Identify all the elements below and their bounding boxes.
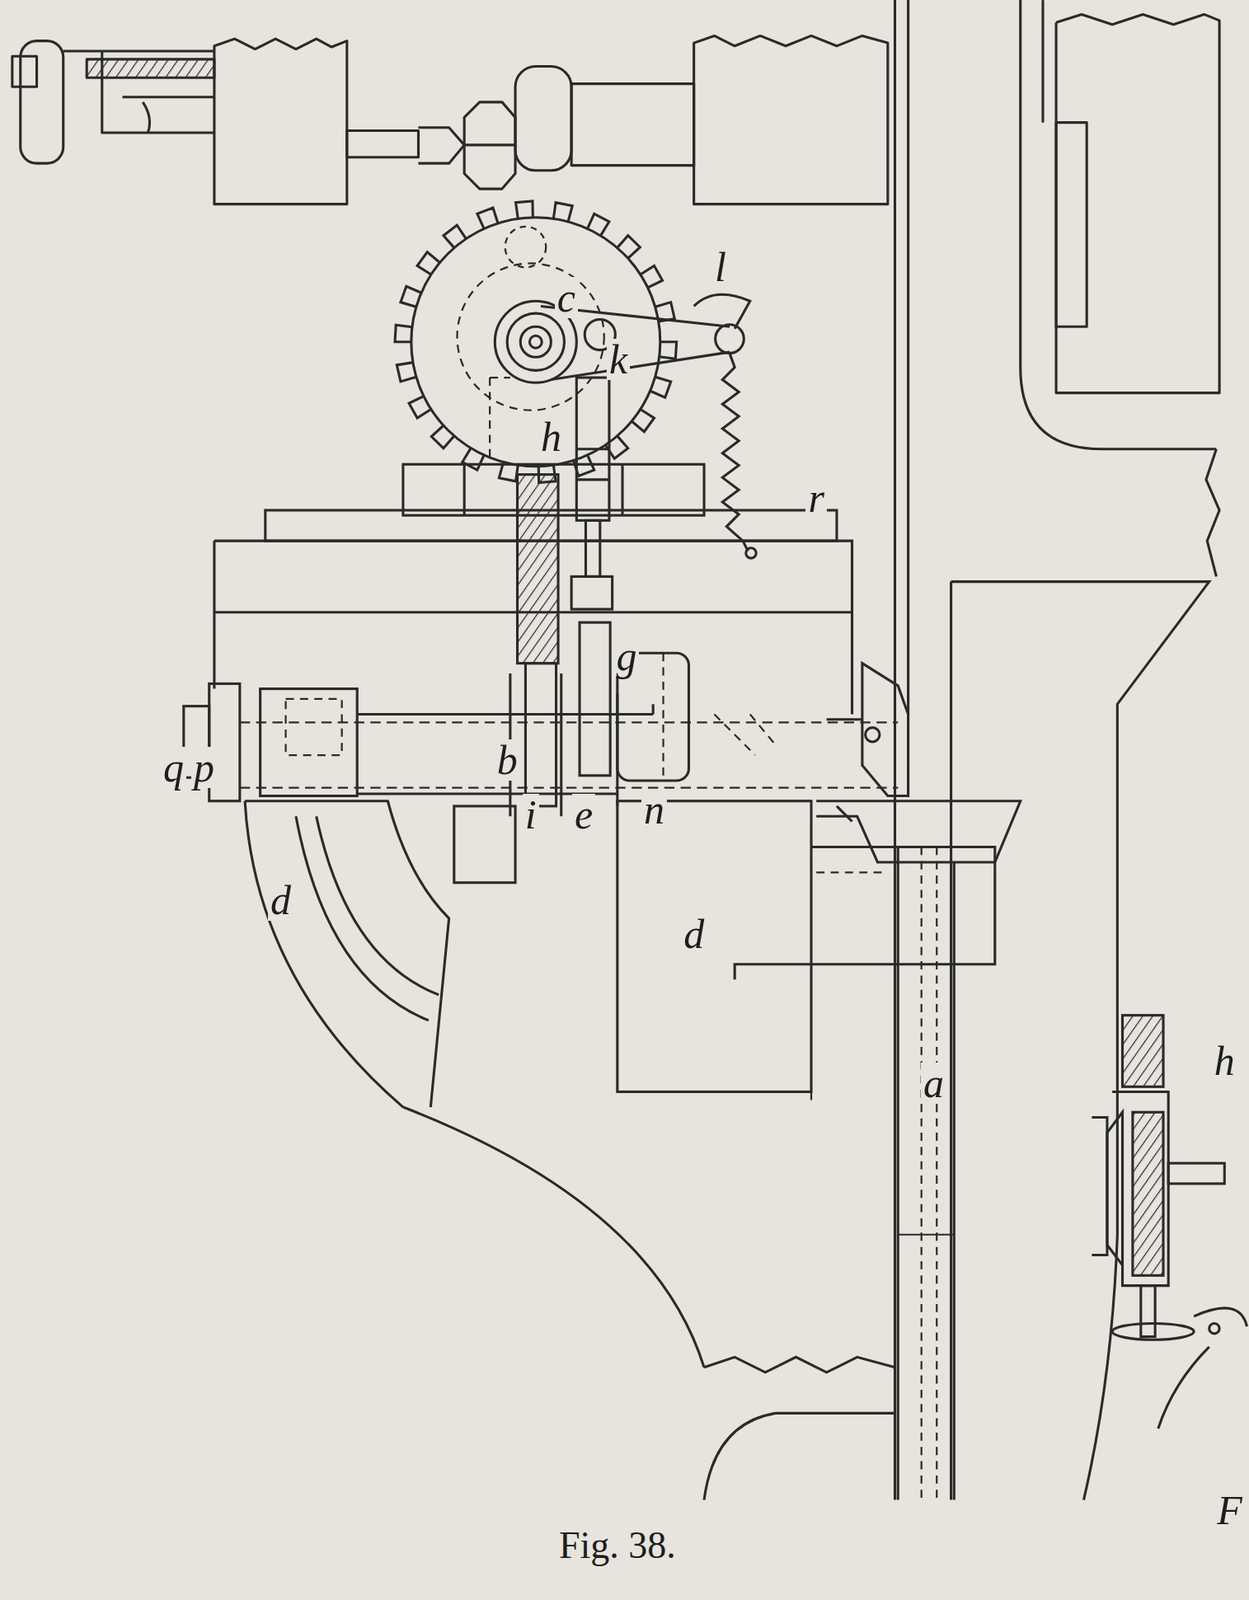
drawing-stroke (1122, 1015, 1165, 1088)
drawing-stroke (951, 582, 1210, 1501)
drawing-stroke (1041, 0, 1044, 123)
drawing-stroke (1168, 1163, 1225, 1184)
drawing-stroke (715, 324, 745, 354)
part-letter: c (554, 277, 578, 319)
drawing-stroke (347, 131, 419, 158)
drawing-stroke (694, 35, 888, 204)
drawing-stroke (1056, 122, 1087, 328)
drawing-stroke (865, 727, 880, 742)
drawing-stroke (949, 582, 953, 1501)
drawing-stroke (576, 449, 610, 480)
drawing-stroke (704, 1356, 895, 1373)
drawing-stroke (746, 548, 756, 559)
drawing-stroke (921, 846, 938, 1500)
part-letter: g (613, 635, 639, 677)
drawing-stroke (356, 704, 653, 794)
drawing-stroke (411, 217, 661, 467)
drawing-stroke (893, 0, 897, 1500)
drawing-stroke (515, 66, 572, 171)
part-letter: d (267, 879, 294, 921)
drawing-stroke (811, 872, 888, 1102)
part-letter: F (1214, 1489, 1245, 1531)
drawing-stroke (464, 102, 516, 189)
drawing-stroke (454, 806, 516, 883)
drawing-stroke (826, 663, 909, 797)
drawing-stroke (457, 262, 605, 410)
drawing-stroke (260, 689, 358, 797)
part-letter: d (680, 913, 707, 955)
drawing-stroke (571, 576, 613, 610)
part-letter: l (712, 246, 729, 288)
drawing-stroke (525, 663, 556, 807)
part-letter: r (805, 477, 827, 519)
drawing-stroke (617, 801, 812, 1093)
slide-housing (183, 377, 1021, 883)
drawing-stroke (722, 352, 748, 551)
drawing-stroke (403, 1107, 705, 1368)
drawing-stroke (244, 801, 450, 1108)
machine-base (244, 801, 996, 1501)
drawing-stroke (816, 801, 1021, 863)
part-letter: p (191, 746, 217, 789)
drawing-stroke (1020, 0, 1217, 450)
drawing-stroke (897, 846, 954, 1500)
drawing-stroke (1209, 1323, 1220, 1334)
part-letter: n (641, 788, 667, 831)
drawing-stroke (20, 41, 64, 165)
drawing-stroke (520, 326, 551, 357)
drawing-stroke (694, 294, 751, 329)
spindle-assembly (12, 0, 1220, 577)
drawing-stroke (1141, 1286, 1156, 1338)
drawing-stroke (295, 816, 439, 1021)
drawing-stroke (517, 474, 559, 664)
drawing-stroke (579, 622, 611, 776)
drawing-stroke (12, 56, 38, 87)
part-letter: b (494, 739, 521, 781)
drawing-stroke (417, 127, 465, 164)
drawing-stroke (286, 699, 343, 756)
ratchet-wheel (394, 201, 756, 559)
part-letter: i (522, 793, 540, 836)
part-letter: h (1211, 1040, 1238, 1082)
detail-figure (1091, 1015, 1247, 1429)
drawing-stroke (1107, 1091, 1169, 1286)
part-letter: q (160, 746, 187, 789)
drawing-stroke (1206, 449, 1220, 578)
drawing-stroke (836, 806, 853, 822)
drawing-stroke (571, 84, 695, 166)
drawing-stroke (529, 335, 542, 348)
part-letter: h (538, 416, 564, 458)
figure-caption: Fig. 38. (558, 1526, 677, 1565)
drawing-stroke (489, 377, 511, 465)
drawing-stroke (585, 520, 600, 577)
drawing-stroke (394, 201, 677, 484)
frame (895, 0, 1210, 1500)
drawing-stroke (576, 377, 610, 521)
drawing-stroke (906, 0, 910, 714)
drawing-stroke (704, 1413, 895, 1500)
drawing-stroke (662, 652, 664, 781)
drawing-stroke (507, 313, 564, 371)
drawing-stroke (897, 1234, 954, 1236)
part-letter: k (606, 338, 630, 381)
drawing-stroke (86, 59, 215, 78)
drawing-stroke (1132, 1112, 1164, 1276)
drawing-stroke (63, 51, 215, 133)
drawing-stroke (214, 38, 348, 205)
drawing-stroke (1056, 14, 1220, 393)
part-letter: a (920, 1062, 947, 1104)
part-letter: e (572, 793, 596, 836)
drawing-stroke (713, 714, 775, 756)
drawing-stroke (1158, 1308, 1248, 1429)
drawing-stroke (734, 846, 996, 980)
drawing-stroke (505, 226, 547, 268)
drawing-stroke (1091, 1117, 1108, 1255)
drawing-stroke (1112, 1323, 1194, 1340)
